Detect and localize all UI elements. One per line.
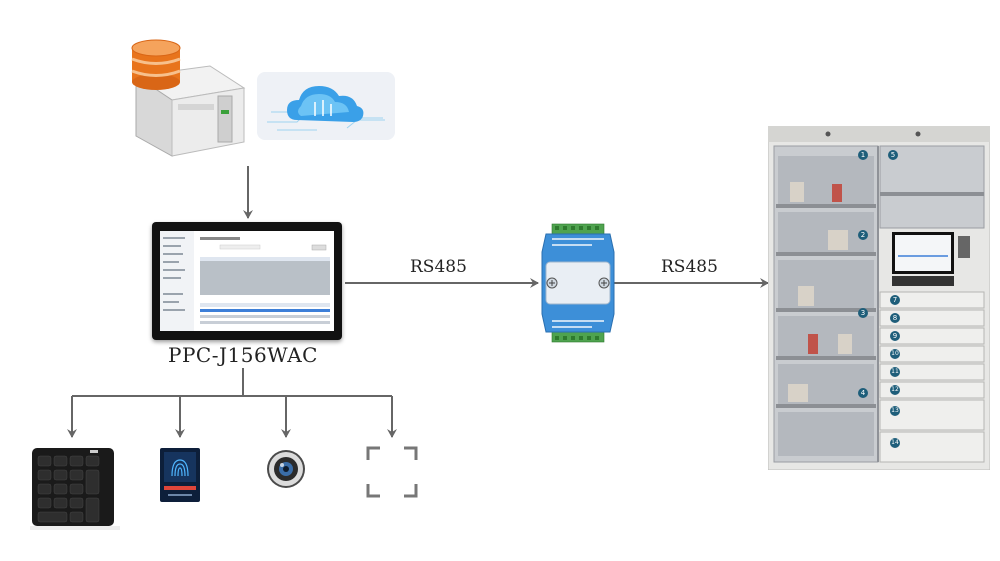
drawer-number-7: 7 [890, 295, 900, 305]
rs485-label-right: RS485 [661, 257, 718, 277]
cabinet-number-4: 4 [858, 388, 868, 398]
numeric-keypad-icon [30, 448, 120, 530]
cabinet-number-1: 1 [858, 150, 868, 160]
scan-frame-icon [366, 446, 418, 498]
fingerprint-reader-icon [160, 448, 200, 502]
drawer-number-10: 10 [890, 349, 900, 359]
smart-cabinet-icon: 1 2 3 4 5 7 8 9 10 11 12 13 14 [768, 126, 990, 470]
server-database-icon [131, 39, 246, 157]
cabinet-number-3: 3 [858, 308, 868, 318]
drawer-number-9: 9 [890, 331, 900, 341]
device-label: PPC-J156WAC [168, 343, 318, 367]
rs485-label-left: RS485 [410, 257, 467, 277]
panel-pc-screen [160, 231, 334, 331]
rs485-converter-module-icon [541, 223, 615, 343]
cabinet-number-2: 2 [858, 230, 868, 240]
cabinet-number-5: 5 [888, 150, 898, 160]
camera-icon [267, 450, 305, 488]
drawer-number-13: 13 [890, 406, 900, 416]
cloud-icon [257, 72, 395, 140]
drawer-number-14: 14 [890, 438, 900, 448]
drawer-number-11: 11 [890, 367, 900, 377]
panel-pc [152, 222, 342, 340]
drawer-number-12: 12 [890, 385, 900, 395]
drawer-number-8: 8 [890, 313, 900, 323]
cabinet-body [768, 126, 990, 470]
